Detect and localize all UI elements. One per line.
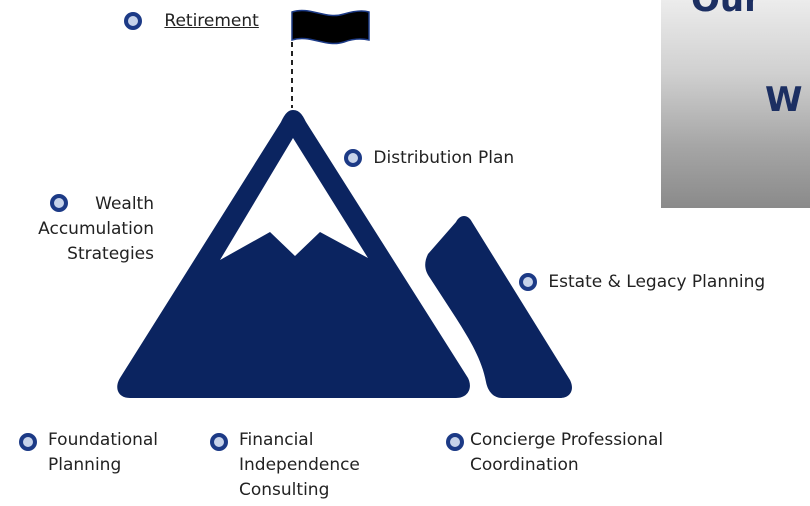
title-panel: Our W — [661, 0, 810, 208]
financial-line-3: Consulting — [239, 480, 330, 500]
bullet-icon — [446, 433, 464, 451]
title-panel-line-1: Our — [691, 0, 761, 20]
estate-text: Estate & Legacy Planning — [548, 272, 766, 292]
bullet-icon — [19, 433, 37, 451]
label-wealth-accumulation: Wealth Accumulation Strategies — [0, 192, 154, 267]
secondary-peak — [425, 216, 572, 398]
concierge-line-1: Concierge Professional — [470, 430, 664, 450]
retirement-text: Retirement — [164, 11, 259, 31]
wealth-line-3: Strategies — [67, 244, 154, 264]
bullet-icon — [344, 149, 362, 167]
flag-icon — [291, 9, 370, 45]
label-foundational-planning: Foundational Planning — [48, 428, 158, 478]
distribution-text: Distribution Plan — [373, 148, 515, 168]
foundational-line-1: Foundational — [48, 430, 159, 450]
title-panel-line-2: W — [765, 80, 803, 120]
bullet-icon — [124, 12, 142, 30]
label-concierge-coordination: Concierge Professional Coordination — [470, 428, 663, 478]
bullet-icon — [50, 194, 68, 212]
financial-line-1: Financial — [239, 430, 314, 450]
snow-cap — [220, 138, 368, 260]
financial-line-2: Independence — [239, 455, 360, 475]
label-financial-independence: Financial Independence Consulting — [239, 428, 360, 503]
bullet-icon — [210, 433, 228, 451]
wealth-line-1: Wealth — [95, 194, 154, 214]
label-distribution-plan: Distribution Plan — [344, 146, 514, 171]
foundational-line-2: Planning — [48, 455, 122, 475]
label-estate-legacy: Estate & Legacy Planning — [519, 270, 765, 295]
wealth-line-2: Accumulation — [38, 219, 154, 239]
bullet-icon — [519, 273, 537, 291]
label-retirement: Retirement — [124, 9, 259, 34]
concierge-line-2: Coordination — [470, 455, 579, 475]
